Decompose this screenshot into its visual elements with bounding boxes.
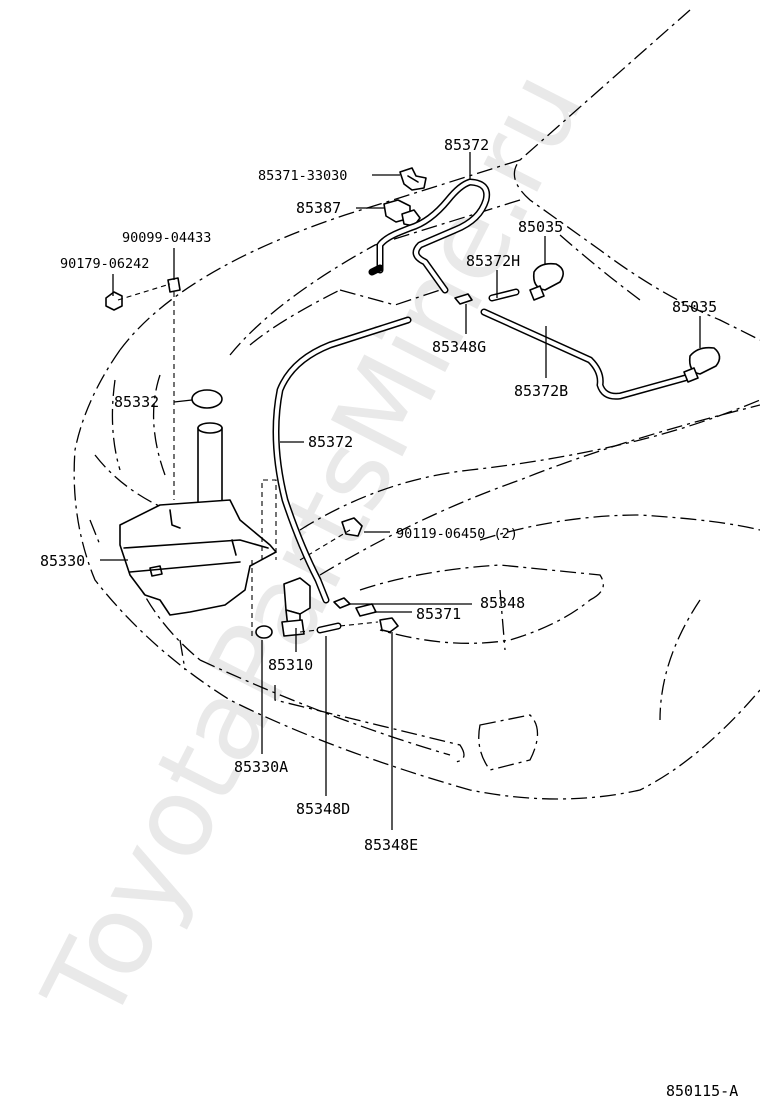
ref-line-nut: [117, 283, 171, 301]
label-85371: 85371: [416, 605, 461, 623]
joint-85348g: [454, 293, 473, 305]
ref-line-pump-to-joint: [299, 621, 379, 633]
label-85330a: 85330A: [234, 758, 288, 776]
label-85348: 85348: [480, 594, 525, 612]
washer-hose-lower: [272, 316, 412, 604]
nut-90179-06242: [105, 291, 123, 311]
label-85372-top: 85372: [444, 136, 489, 154]
hose-85372h: [488, 288, 520, 302]
figure-number: 850115-A: [666, 1082, 738, 1100]
label-90119-06450: 90119-06450 (2): [396, 526, 518, 542]
washer-nozzle-85035-b: [683, 346, 721, 383]
washer-motor-85310: [281, 577, 311, 637]
label-85348g: 85348G: [432, 338, 486, 356]
leader-lines: [100, 152, 701, 830]
label-85372-mid: 85372: [308, 433, 353, 451]
vehicle-body-outline: [73, 9, 760, 800]
washer-nozzle-85035-a: [529, 262, 564, 301]
part-labels: 85372 85371-33030 85387 90099-04433 9017…: [40, 136, 738, 1100]
label-85348e: 85348E: [364, 836, 418, 854]
label-85035-b: 85035: [672, 298, 717, 316]
washer-hose-upper: [368, 178, 491, 294]
check-valve-85387: [383, 199, 421, 227]
label-90179-06242: 90179-06242: [60, 256, 149, 272]
label-85371-33030: 85371-33030: [258, 168, 347, 184]
washer-tank-85330: [119, 422, 277, 616]
label-85035-a: 85035: [518, 218, 563, 236]
label-85372b: 85372B: [514, 382, 568, 400]
label-85310: 85310: [268, 656, 313, 674]
label-85372h: 85372H: [466, 252, 520, 270]
label-85332: 85332: [114, 393, 159, 411]
label-85330: 85330: [40, 552, 85, 570]
clip-85371: [355, 603, 377, 617]
elbow-85348e: [379, 617, 399, 633]
grommet-90099-04433: [167, 277, 181, 293]
pump-grommet-85330a: [255, 625, 273, 639]
label-85387: 85387: [296, 199, 341, 217]
label-90099-04433: 90099-04433: [122, 230, 211, 246]
ref-line-tank-to-pump: [251, 479, 277, 636]
label-85348d: 85348D: [296, 800, 350, 818]
hose-85372b: [480, 308, 689, 400]
hose-85348d: [316, 622, 342, 634]
hose-clip-85371-33030: [399, 167, 427, 191]
tank-cap-85332: [191, 389, 223, 409]
